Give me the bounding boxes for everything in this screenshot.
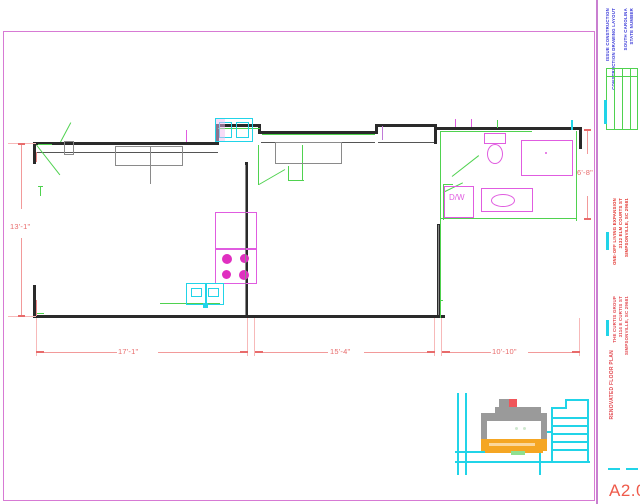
project-line-0: ONE-OFF LIVING EXPANSION — [612, 198, 617, 266]
dimension-left-vertical: 13'-1" — [10, 222, 31, 231]
dimension-right-vertical: 6'-8" — [577, 168, 593, 177]
cabinet-run — [275, 142, 342, 164]
dimension-bottom-2: 10'-10" — [492, 347, 517, 356]
sink-basin — [491, 194, 515, 207]
client-line-0: THE CURTIS GROUP — [612, 296, 617, 343]
toilet-bowl — [487, 144, 503, 164]
washer-dryer-label: D/W — [449, 193, 465, 202]
drawing-title: RENOVATED FLOOR PLAN — [609, 350, 615, 420]
vanity-counter — [481, 188, 533, 212]
vicinity-logo-graphic — [455, 385, 590, 475]
toilet-tank — [484, 133, 506, 144]
project-line-2: SIMPSONVILLE, SC 29681 — [624, 198, 629, 257]
refrigerator-unit — [215, 118, 253, 142]
range-fixture — [215, 212, 257, 250]
client-line-1: 3114 E CURTIS ST — [618, 296, 623, 338]
drawing-page-border — [3, 31, 595, 501]
title-block-header-0: ISSUE CONSTRUCTION — [605, 8, 610, 62]
client-line-2: SIMPSONVILLE, SC 29681 — [624, 296, 629, 355]
title-block-header-3: STATE NUMBER — [629, 8, 634, 45]
title-block-header-2: SOUTH CAROLINA — [623, 8, 628, 51]
dimension-bottom-1: 15'-4" — [330, 347, 351, 356]
sheet-number: A2.0 — [609, 481, 640, 500]
project-line-1: 3132 ELM COURTS ST — [618, 198, 623, 249]
cooktop-fixture — [215, 248, 257, 284]
title-block-divider — [596, 0, 598, 504]
dimension-bottom-0: 17'-1" — [118, 347, 139, 356]
bathtub-fixture — [521, 140, 573, 176]
washer-dryer-closet — [444, 186, 474, 218]
counter-run — [115, 146, 183, 166]
